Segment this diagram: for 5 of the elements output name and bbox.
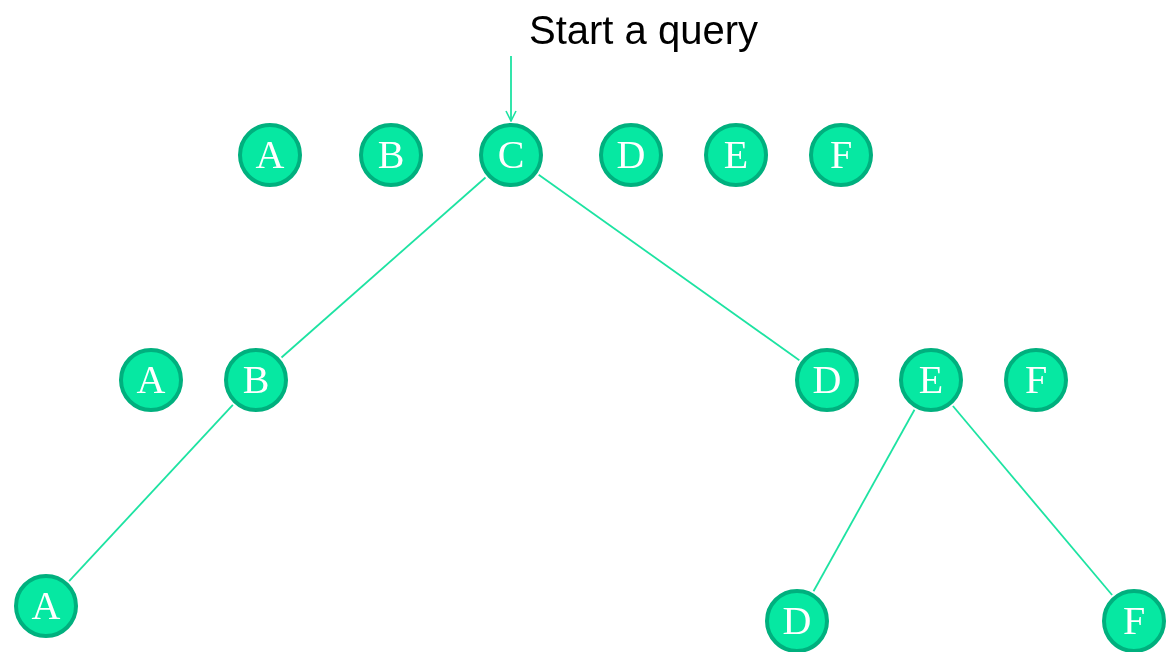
connector-line — [952, 405, 1113, 596]
connector-line — [280, 176, 487, 359]
connector-line — [68, 404, 234, 582]
arrow — [505, 55, 517, 122]
query-label: Start a query — [503, 4, 823, 56]
